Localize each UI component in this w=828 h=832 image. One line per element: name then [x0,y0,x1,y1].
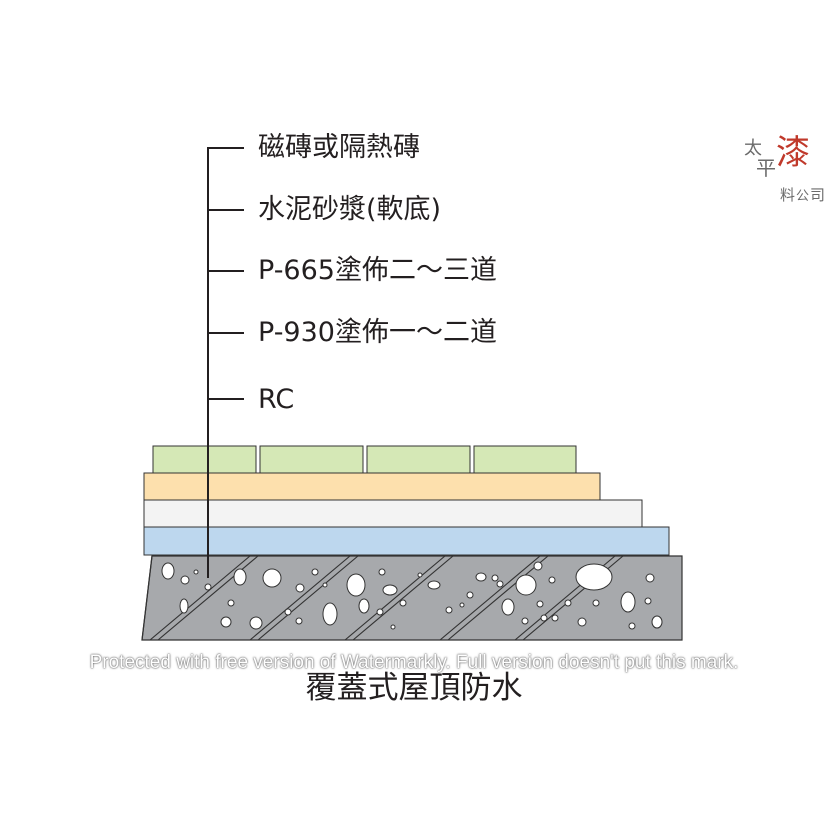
rc-aggregate-stone [346,573,366,597]
rc-hatch-line [352,556,454,640]
rc-aggregate-stone [548,576,556,584]
rc-aggregate-stone [193,569,199,575]
rc-aggregate-stone [382,584,398,596]
brand-char-3: 漆 [776,133,810,173]
rc-aggregate-stone [180,575,190,585]
rc-aggregate-stone [521,617,529,625]
rc-aggregate-stone [501,598,515,616]
rc-aggregate-stone [466,591,474,599]
rc-aggregate [161,561,663,630]
rc-aggregate-stone [644,597,652,605]
tile-4 [473,445,577,474]
rc-aggregate-stone [295,583,305,593]
rc-aggregate-stone [179,598,189,614]
rc-aggregate-stone [645,573,655,583]
rc-aggregate-stone [262,568,282,588]
rc-aggregate-stone [322,582,328,588]
label-tile: 磁磚或隔熱磚 [258,132,420,163]
rc-aggregate-stone [284,608,292,616]
rc-aggregate-stone [322,602,338,626]
rc-left-edge [141,555,153,641]
rc-slab [141,555,683,641]
rc-aggregate-stone [249,616,263,630]
rc-aggregate-stone [358,598,370,614]
rc-aggregate-stone [496,580,504,588]
rc-aggregate-stone [390,624,396,630]
mortar-layer [143,472,601,501]
rc-aggregate-stone [564,599,572,607]
watermark-text: Protected with free version of Watermark… [89,652,739,673]
rc-aggregate-stone [311,568,319,576]
rc-hatch-line [447,556,549,640]
rc-aggregate-stone [295,617,303,625]
rc-aggregate-stone [540,614,548,622]
label-rc: RC [258,384,295,415]
rc-aggregate-stone [376,608,384,616]
rc-aggregate-stone [551,614,559,622]
rc-aggregate-stone [417,572,423,578]
rc-aggregate-stone [233,568,247,586]
rc-hatch-line [344,556,446,640]
rc-aggregate-stone [575,563,613,591]
p930-layer [143,526,670,556]
rc-hatch-line [439,556,541,640]
rc-aggregate-stone [592,599,600,607]
rc-hatch-line [257,556,359,640]
tile-1 [152,445,257,474]
diagram-caption: 覆蓋式屋頂防水 [305,670,523,706]
rc-aggregate-stone [204,583,212,591]
rc-aggregate-stone [620,591,636,613]
brand-logo: 太 平 漆 料 公 司 [742,136,828,220]
rc-aggregate-stone [651,615,663,629]
rc-aggregate-stone [220,616,232,628]
rc-aggregate-stone [533,561,543,571]
rc-hatch-line [149,556,251,640]
tile-layer [152,445,577,474]
rc-aggregate-stone [445,606,453,614]
brand-char-5: 公 [796,189,810,204]
rc-aggregate-stone [427,580,441,590]
leader-lines [207,147,244,578]
rc-aggregate-stone [491,574,499,582]
tile-2 [259,445,364,474]
brand-char-6: 司 [810,186,826,204]
rc-aggregate-stone [161,562,175,580]
tile-3 [366,445,471,474]
p665-layer [143,499,643,528]
rc-aggregate-stone [536,600,544,608]
rc-aggregate-stone [628,622,636,630]
rc-aggregate-stone [577,617,587,627]
brand-char-4: 料 [780,186,796,204]
label-mortar: 水泥砂漿(軟底) [258,194,442,225]
rc-aggregate-stone [515,574,537,596]
rc-aggregate-stone [459,602,465,608]
rc-aggregate-stone [399,599,407,607]
rc-aggregate-stone [227,599,235,607]
brand-char-2: 平 [756,156,776,180]
label-p930: P-930塗佈一～二道 [258,317,497,348]
rc-aggregate-stone [378,568,386,576]
rc-aggregate-stone [475,572,487,582]
brand-char-1: 太 [744,138,762,159]
rc-hatch-line [249,556,351,640]
label-p665: P-665塗佈二～三道 [258,255,497,286]
